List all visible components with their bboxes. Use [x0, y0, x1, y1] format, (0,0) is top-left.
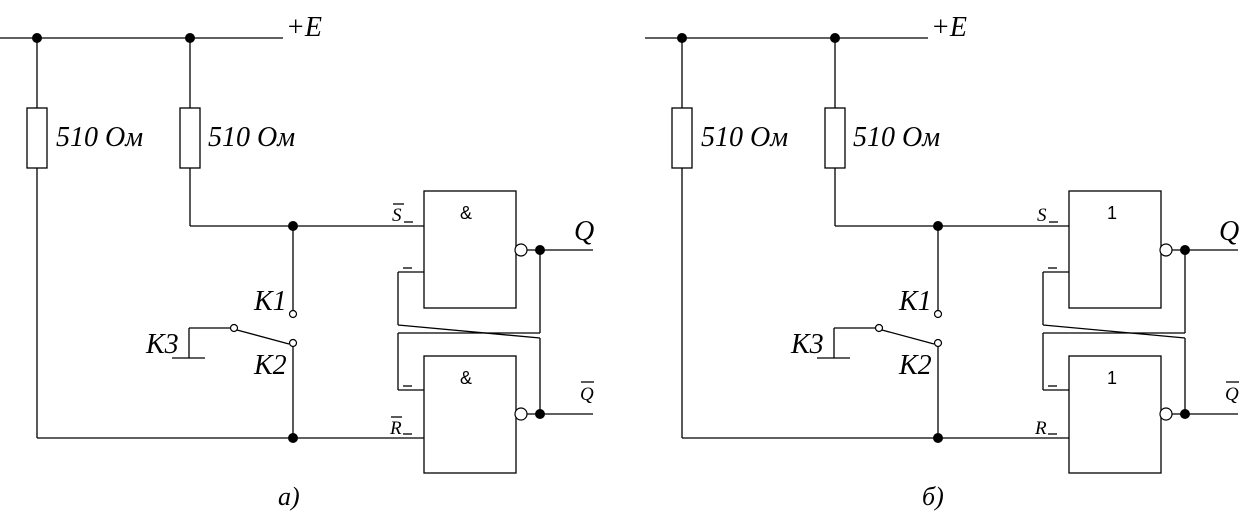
resistor-label-1: 510 Ом: [701, 122, 788, 153]
caption-a: а): [278, 482, 300, 511]
input-s-label: S: [392, 205, 402, 226]
gate-top: [423, 190, 517, 309]
gate-bottom: [423, 355, 517, 474]
k1-label: К1: [253, 286, 287, 317]
junction-dots: [677, 33, 1190, 443]
inversion-bubble-bottom: [514, 407, 528, 421]
gate-top: [1068, 190, 1162, 309]
k3-contact: [229, 323, 239, 333]
k1-contact: [933, 309, 943, 319]
resistor-1: [671, 107, 693, 169]
resistor-2: [824, 107, 846, 169]
k1-label: К1: [898, 286, 932, 317]
inversion-bubble-top: [1159, 243, 1173, 257]
k3-label: К3: [145, 329, 179, 360]
gate-symbol-bottom: &: [460, 368, 472, 388]
output-q-bar-label: Q: [580, 384, 594, 405]
input-s-label: S: [1037, 205, 1047, 226]
resistor-1: [26, 107, 48, 169]
resistor-label-2: 510 Ом: [853, 122, 940, 153]
gate-symbol-bottom: 1: [1107, 368, 1117, 388]
supply-label: +E: [931, 12, 967, 43]
gate-bottom: [1068, 355, 1162, 474]
output-q-label: Q: [574, 216, 594, 247]
gate-symbol-top: &: [460, 203, 472, 223]
wires: [0, 37, 593, 439]
k2-contact: [933, 338, 943, 348]
wires: [645, 37, 1238, 439]
resistor-label-2: 510 Ом: [208, 122, 295, 153]
circuit-a: +E 510 Ом 510 Ом & & S R К1 К2 К3 Q Q а): [0, 12, 594, 511]
k3-contact: [874, 323, 884, 333]
output-q-bar-label: Q: [1225, 384, 1239, 405]
junction-dots: [32, 33, 545, 443]
inversion-bubble-top: [514, 243, 528, 257]
output-q-label: Q: [1219, 216, 1239, 247]
caption-b: б): [922, 482, 944, 511]
input-r-label: R: [1034, 418, 1047, 439]
resistor-2: [179, 107, 201, 169]
supply-label: +E: [286, 12, 322, 43]
k2-label: К2: [898, 350, 932, 381]
inversion-bubble-bottom: [1159, 407, 1173, 421]
k2-label: К2: [253, 350, 287, 381]
k1-contact: [288, 309, 298, 319]
circuit-b: +E 510 Ом 510 Ом 1 1 S R К1 К2 К3 Q Q б): [645, 12, 1239, 511]
k3-label: К3: [790, 329, 824, 360]
k2-contact: [288, 338, 298, 348]
input-r-label: R: [389, 418, 402, 439]
resistor-label-1: 510 Ом: [56, 122, 143, 153]
gate-symbol-top: 1: [1107, 203, 1117, 223]
